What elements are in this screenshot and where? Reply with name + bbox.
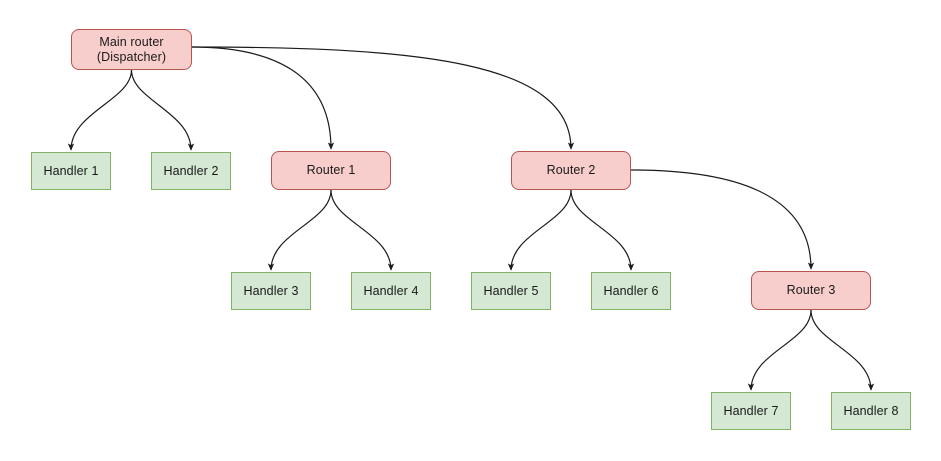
node-label: Handler 4 xyxy=(363,283,419,298)
edge-main-router-to-router-2 xyxy=(191,46,575,150)
node-main-router[interactable]: Main router (Dispatcher) xyxy=(71,29,192,70)
node-label: Router 3 xyxy=(786,283,836,297)
node-handler-1[interactable]: Handler 1 xyxy=(31,152,111,190)
node-label: Handler 3 xyxy=(243,283,299,298)
node-label: Handler 2 xyxy=(163,163,219,178)
edge-router-1-to-handler-4 xyxy=(330,189,395,271)
node-handler-4[interactable]: Handler 4 xyxy=(351,272,431,310)
node-handler-8[interactable]: Handler 8 xyxy=(831,392,911,430)
node-handler-2[interactable]: Handler 2 xyxy=(151,152,231,190)
node-handler-7[interactable]: Handler 7 xyxy=(711,392,791,430)
node-handler-6[interactable]: Handler 6 xyxy=(591,272,671,310)
node-label: Handler 1 xyxy=(43,163,99,178)
edge-main-router-to-handler-1 xyxy=(67,69,133,151)
edge-main-router-to-handler-2 xyxy=(130,69,195,151)
edge-router-1-to-handler-3 xyxy=(267,189,332,271)
node-router-1[interactable]: Router 1 xyxy=(271,151,391,190)
edge-router-2-to-handler-5 xyxy=(507,189,572,271)
edge-router-3-to-handler-8 xyxy=(810,309,875,391)
edges-group xyxy=(67,46,875,391)
node-label: Router 2 xyxy=(546,163,596,177)
edge-router-2-to-router-3 xyxy=(630,169,815,270)
node-router-3[interactable]: Router 3 xyxy=(751,271,871,310)
node-label: Main router (Dispatcher) xyxy=(96,34,167,64)
node-label: Handler 6 xyxy=(603,283,659,298)
edge-main-router-to-router-1 xyxy=(191,46,335,150)
node-label: Handler 5 xyxy=(483,283,539,298)
node-handler-3[interactable]: Handler 3 xyxy=(231,272,311,310)
node-label: Handler 7 xyxy=(723,403,779,418)
node-handler-5[interactable]: Handler 5 xyxy=(471,272,551,310)
edge-router-2-to-handler-6 xyxy=(570,189,635,271)
node-label: Router 1 xyxy=(306,163,356,177)
node-label: Handler 8 xyxy=(843,403,899,418)
node-router-2[interactable]: Router 2 xyxy=(511,151,631,190)
edge-router-3-to-handler-7 xyxy=(747,309,812,391)
